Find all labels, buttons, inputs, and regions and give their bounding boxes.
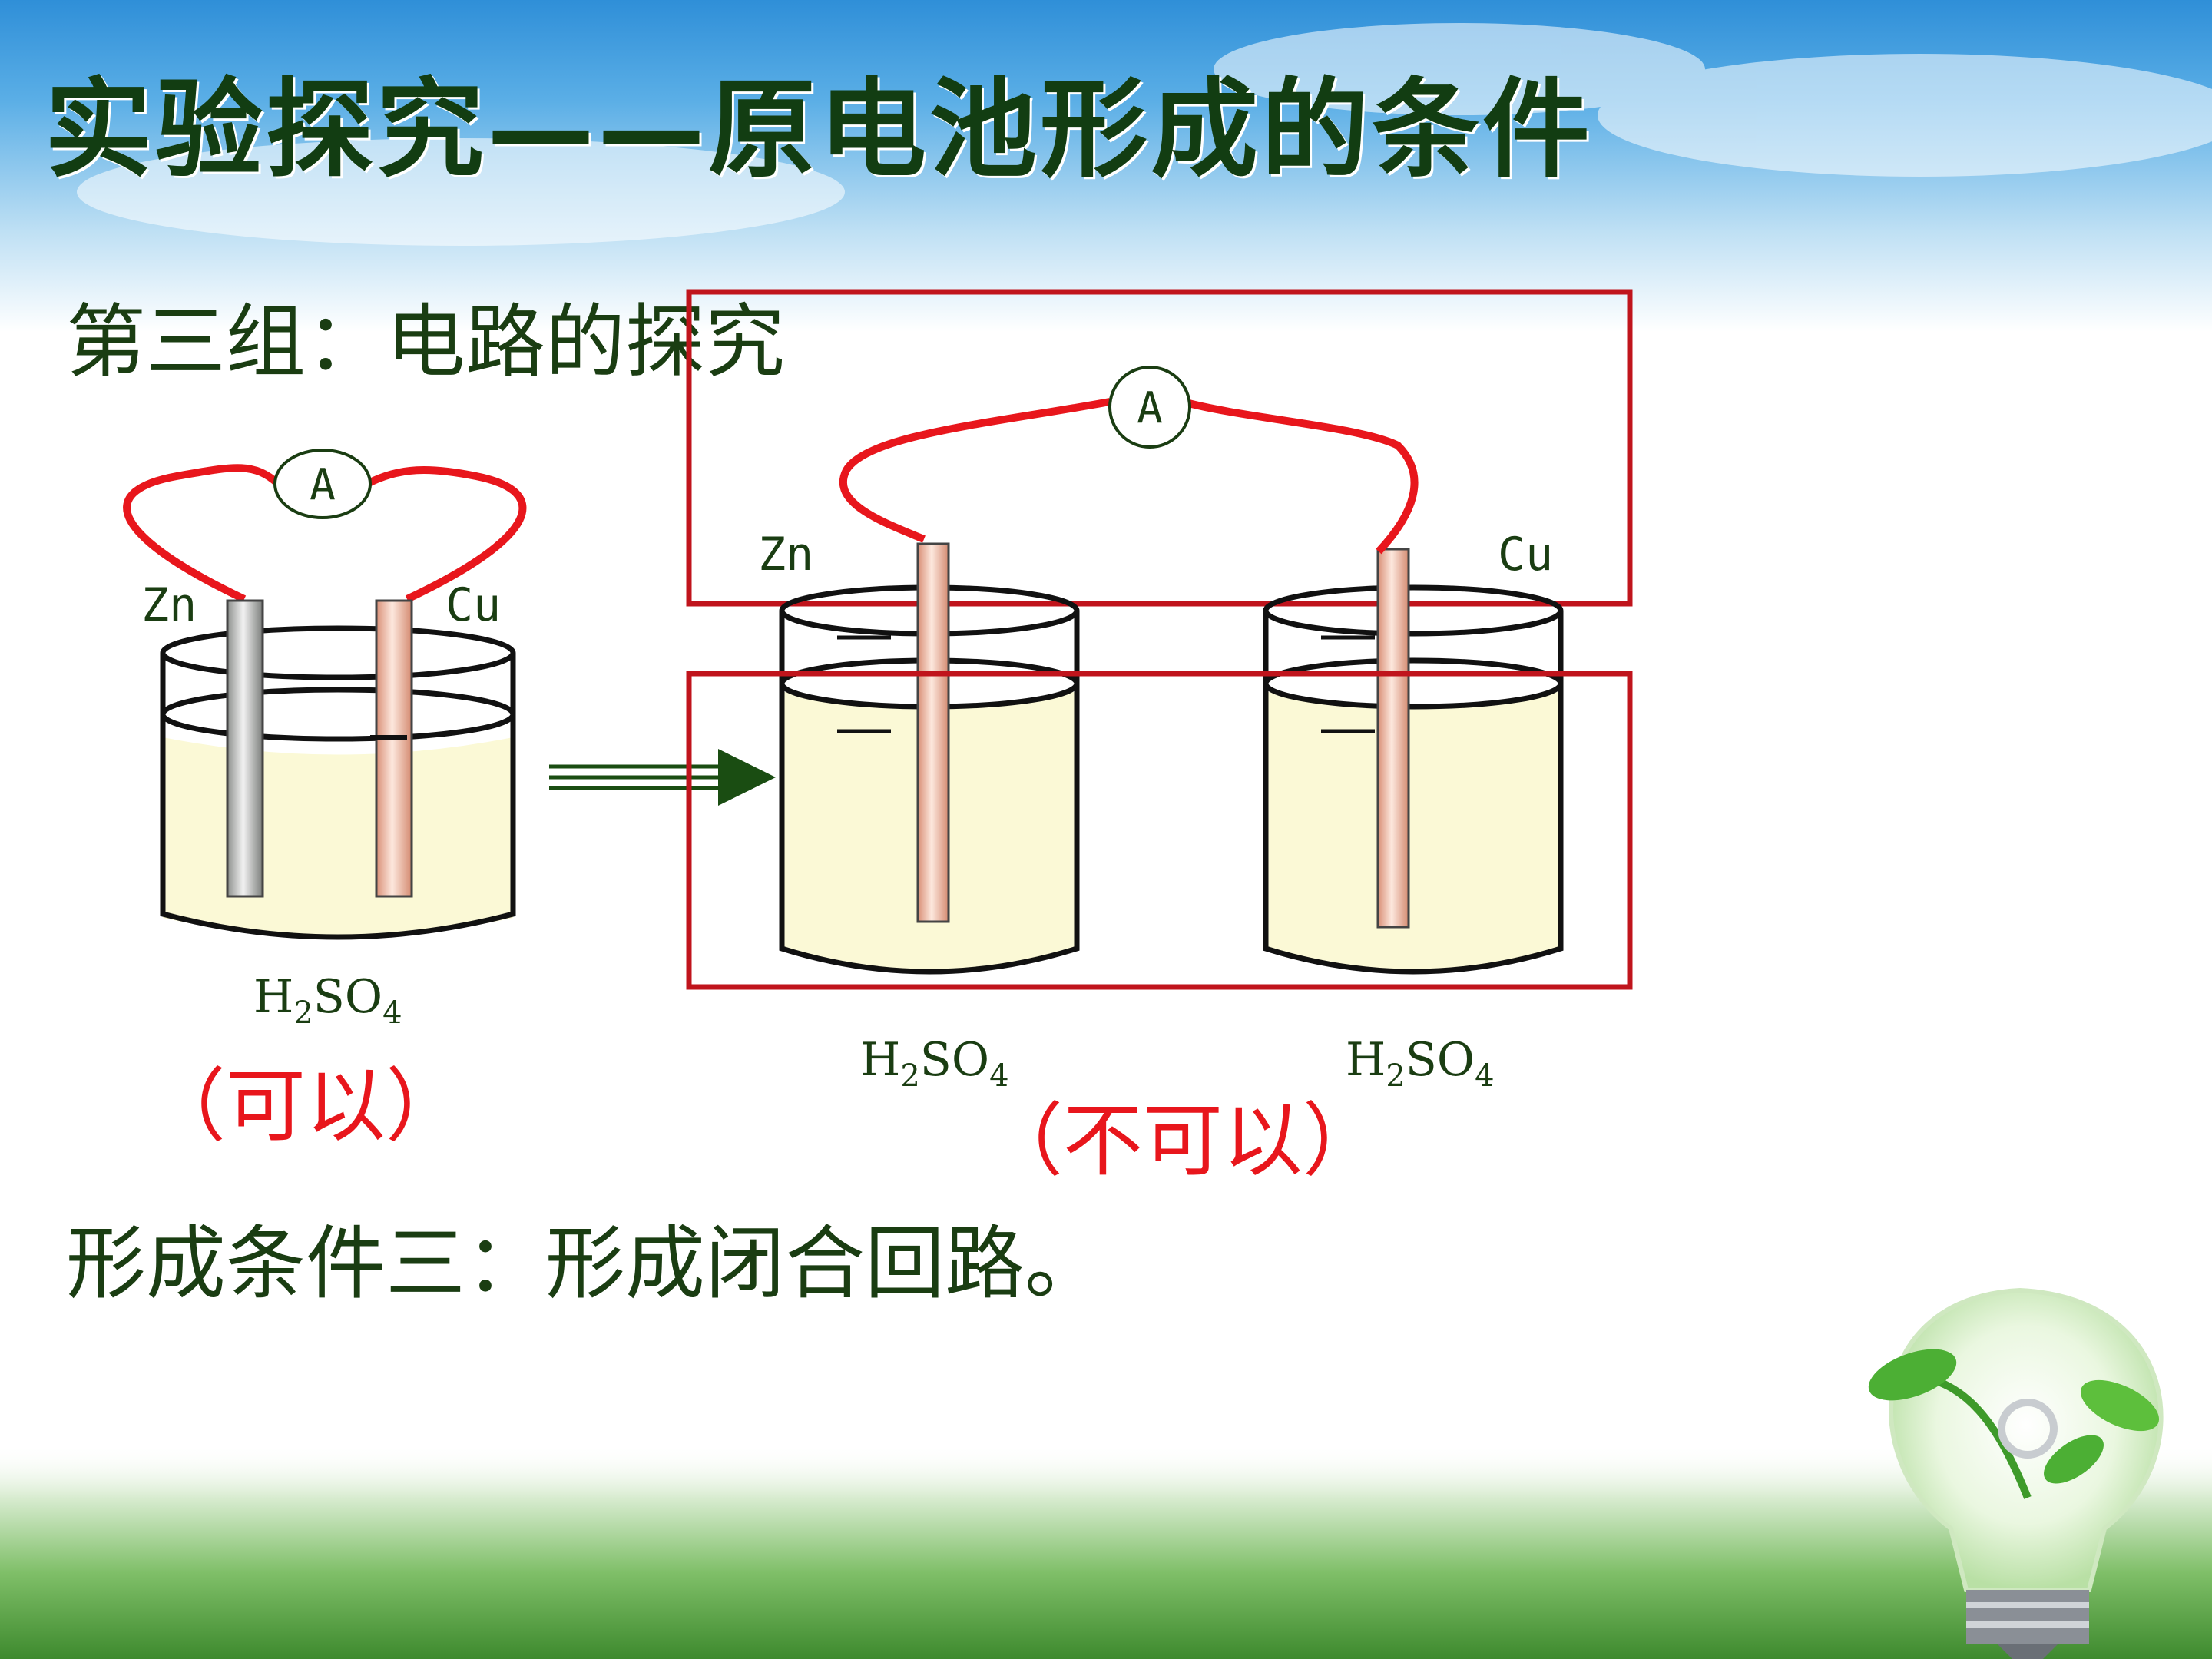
left-setup: A Zn Cu H2SO4 (123, 449, 527, 1031)
right-setup: A Zn Cu H2SO4 H2SO4 (686, 289, 1633, 1094)
solution-label-left: H2SO4 (253, 970, 402, 1031)
electrode-label-cu: Cu (445, 578, 501, 632)
conclusion-text: 形成条件三：形成闭合回路。 (66, 1217, 1105, 1310)
solution-label-right-2: H2SO4 (1346, 1033, 1495, 1094)
highlight-box-wire (686, 289, 1633, 607)
svg-text:A: A (310, 460, 336, 510)
electrode-label-cu-right: Cu (1498, 528, 1553, 581)
zinc-electrode (226, 599, 264, 898)
wire-right-a (839, 398, 1111, 543)
beaker-right-2 (1263, 584, 1564, 975)
ammeter-icon: A (1108, 366, 1191, 449)
wire-left-b (365, 466, 527, 603)
solution-label-right-1: H2SO4 (860, 1033, 1009, 1094)
zinc-electrode-right (916, 542, 950, 923)
electrode-label-zn-right: Zn (758, 528, 813, 581)
arrow-right-icon (549, 749, 776, 806)
beaker-left (160, 625, 516, 940)
lightbulb-icon (1868, 1287, 2164, 1659)
electrode-label-zn: Zn (141, 578, 197, 632)
copper-electrode-right (1376, 548, 1410, 929)
svg-text:A: A (1137, 383, 1163, 433)
highlight-box-beakers (686, 671, 1633, 990)
copper-electrode (375, 599, 413, 898)
result-label-ok: （可以） (146, 1059, 466, 1153)
wire-right-b (1181, 398, 1419, 555)
ammeter-icon: A (273, 449, 372, 519)
slide-title: 实验探究——原电池形成的条件 (45, 68, 1594, 193)
result-label-not-ok: （不可以） (983, 1094, 1383, 1187)
wire-left-a (123, 464, 281, 603)
group-label: 第三组：电路的探究 (66, 295, 786, 389)
